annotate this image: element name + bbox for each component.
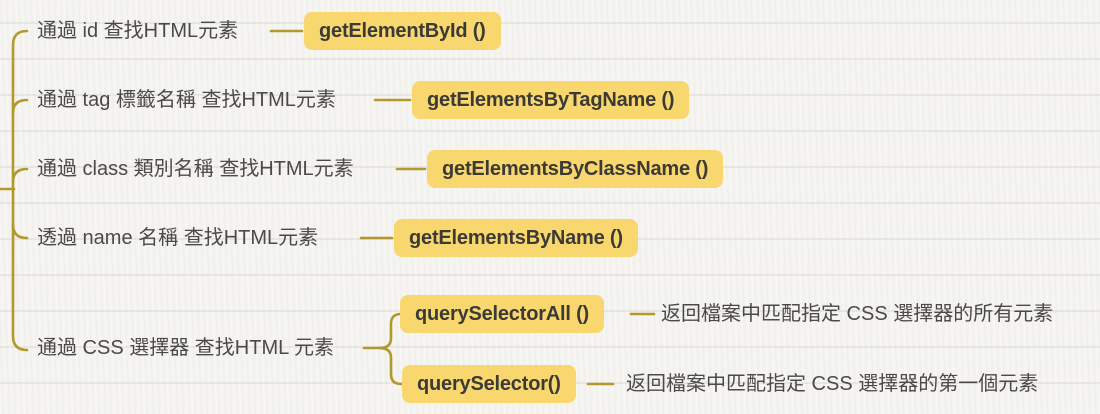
topic-find-by-class[interactable]: 通過 class 類別名稱 查找HTML元素: [37, 158, 354, 180]
topic-find-by-tag[interactable]: 通過 tag 標籤名稱 查找HTML元素: [37, 89, 336, 111]
method-getelementsbytagname[interactable]: getElementsByTagName (): [412, 81, 690, 119]
topic-find-by-id[interactable]: 通過 id 查找HTML元素: [37, 20, 239, 42]
topic-find-by-css-selector[interactable]: 通過 CSS 選擇器 查找HTML 元素: [37, 337, 335, 359]
fork-bracket-bottom: [378, 346, 403, 386]
branch-curve-4: [11, 223, 29, 240]
method-getelementsbyclassname[interactable]: getElementsByClassName (): [427, 150, 724, 188]
description-queryselector[interactable]: 返回檔案中匹配指定 CSS 選擇器的第一個元素: [626, 373, 1039, 395]
fork-bracket-top: [378, 312, 403, 350]
description-queryselectorall[interactable]: 返回檔案中匹配指定 CSS 選擇器的所有元素: [661, 303, 1054, 325]
branch-curve-3: [11, 167, 29, 184]
topic-find-by-name[interactable]: 透過 name 名稱 查找HTML元素: [37, 227, 319, 249]
method-queryselector[interactable]: querySelector(): [402, 365, 576, 403]
trunk-line: [11, 29, 29, 352]
method-queryselectorall[interactable]: querySelectorAll (): [400, 295, 605, 333]
method-getelementsbyname[interactable]: getElementsByName (): [394, 219, 638, 257]
method-getelementbyid[interactable]: getElementById (): [304, 12, 501, 50]
branch-curve-2: [11, 98, 29, 115]
